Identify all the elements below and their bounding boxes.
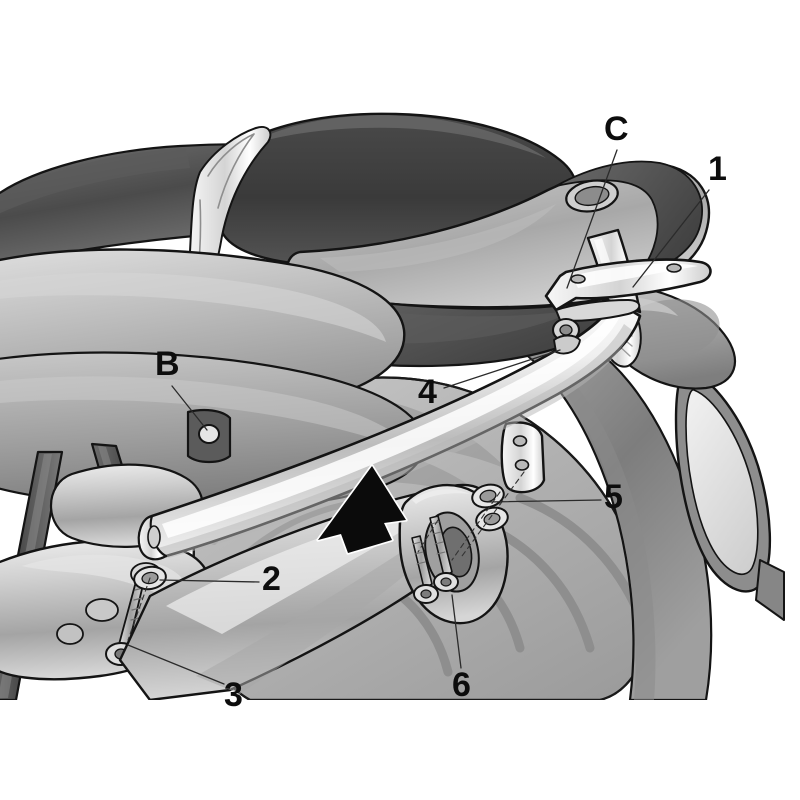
callout-6: 6 (452, 666, 471, 704)
leader-line-5 (486, 499, 602, 503)
callout-2: 2 (262, 560, 281, 598)
installation-direction-arrow (316, 464, 408, 555)
carrier-rear-tab-bracket (500, 421, 546, 494)
rear-fender (510, 328, 713, 700)
carrier-top-plate (544, 258, 712, 322)
clamp-bolts-6 (411, 515, 459, 604)
construction-lines (127, 471, 525, 641)
callout-3: 3 (224, 676, 243, 714)
leader-line-1 (632, 189, 710, 288)
leader-line-6 (451, 594, 462, 669)
rear-bracket-spacers-5 (471, 483, 509, 532)
leader-line-c (566, 149, 618, 289)
subframe-mount-tab-b (186, 408, 232, 464)
upper-mount-bolt (551, 317, 581, 355)
callout-5: 5 (604, 478, 623, 516)
leader-line-b (171, 385, 208, 431)
leader-line-4 (443, 349, 561, 389)
leader-line-3 (127, 644, 225, 685)
callout-1: 1 (708, 150, 727, 188)
callout-c: C (604, 110, 629, 148)
callout-4: 4 (418, 373, 437, 411)
callout-b: B (155, 345, 180, 383)
callout-leader-lines (127, 149, 710, 685)
leader-line-2 (159, 579, 260, 583)
tail-indicator-lens (674, 368, 785, 621)
